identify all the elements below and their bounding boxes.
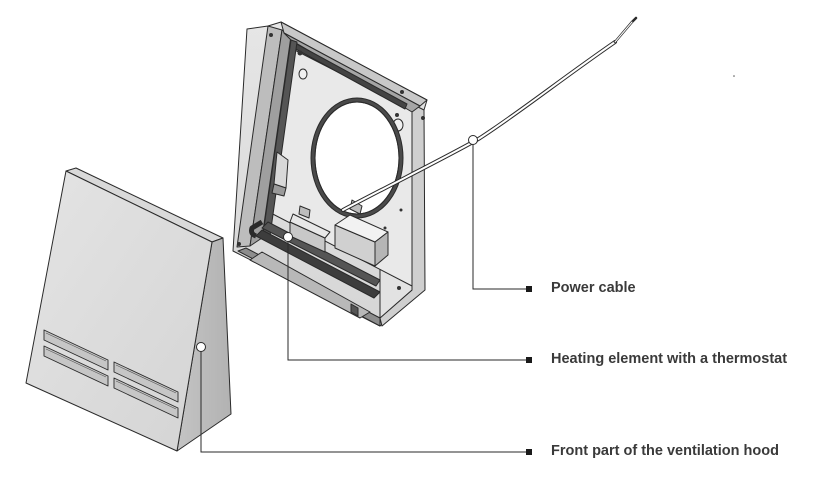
leader-power-cable: [472, 140, 528, 290]
leader-heating-element: [287, 237, 528, 361]
label-power-cable: Power cable: [551, 280, 636, 296]
leader-end-markers: [526, 286, 532, 455]
leader-front-part: [200, 347, 528, 453]
dot-front-part: [196, 342, 206, 352]
hood-frame: [232, 21, 428, 327]
stray-dot: [733, 75, 735, 77]
marker-front-part: [526, 449, 532, 455]
dot-power-cable: [468, 135, 478, 145]
label-heating-element: Heating element with a thermostat: [551, 351, 788, 367]
leader-origin-dots: [196, 135, 478, 352]
power-cable-wire: [341, 16, 638, 212]
marker-heating-element: [526, 357, 532, 363]
marker-power-cable: [526, 286, 532, 292]
front-hood-part: [25, 167, 232, 452]
dot-heating-element: [283, 232, 293, 242]
leader-lines: [200, 140, 528, 453]
label-front-part: Front part of the ventilation hood: [551, 443, 779, 459]
